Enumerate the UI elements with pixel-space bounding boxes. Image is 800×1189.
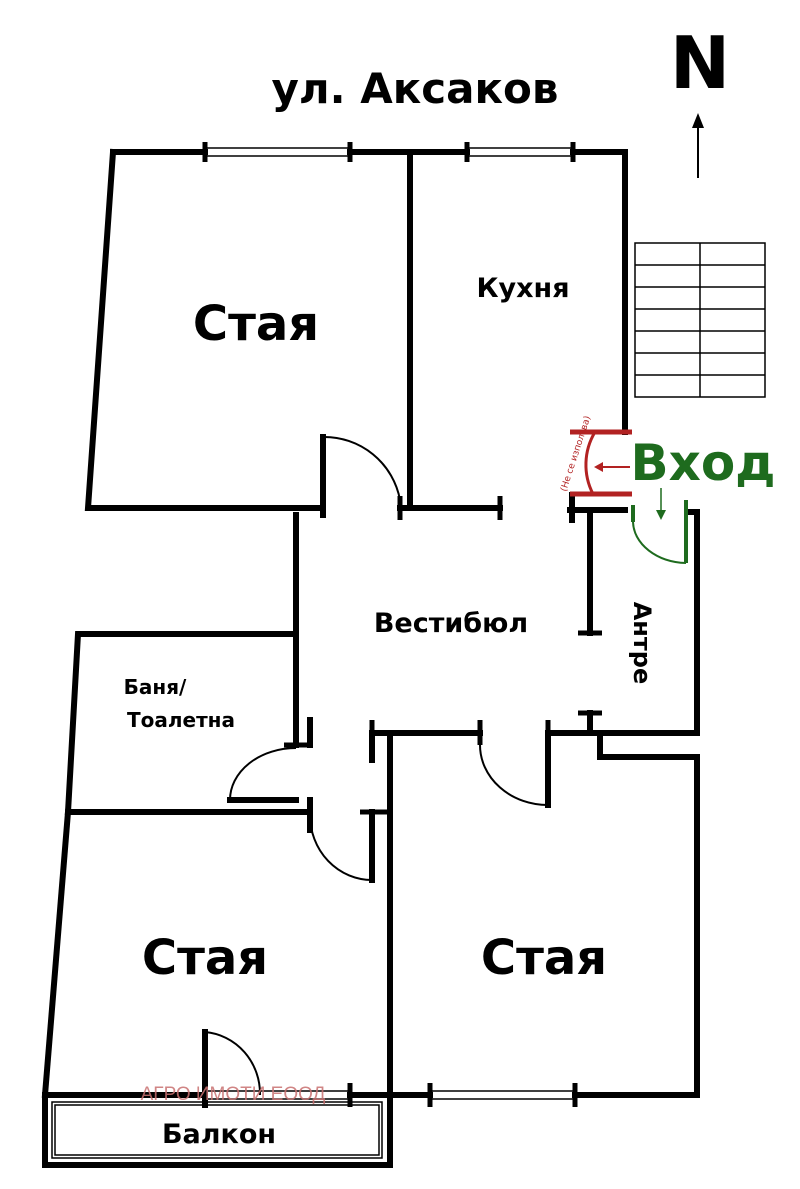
watermark: АГРО ИМОТИ ЕООД — [141, 1084, 326, 1105]
entrance-label: Вход — [630, 434, 775, 492]
stairs — [634, 242, 766, 398]
unused-door: (Не се използва) — [559, 415, 632, 497]
room-label-bathroom-line1: Баня/ — [124, 675, 187, 699]
window-bottom-right — [427, 1083, 578, 1107]
room-label-bottom-right: Стая — [481, 930, 607, 986]
room-label-top-left: Стая — [193, 296, 319, 352]
street-label: ул. Аксаков — [272, 64, 559, 113]
room-label-bottom-left: Стая — [142, 930, 268, 986]
arrow-left-icon — [594, 462, 603, 472]
room-label-vestibule: Вестибюл — [374, 608, 528, 639]
room-label-balcony: Балкон — [162, 1119, 276, 1150]
window-top-left — [202, 142, 353, 162]
room-label-antre: Антре — [628, 602, 656, 685]
window-kitchen — [464, 142, 576, 162]
arrow-down-icon — [656, 510, 666, 520]
walls — [41, 142, 700, 1168]
room-label-bathroom-line2: Тоалетна — [127, 708, 235, 732]
room-label-kitchen: Кухня — [476, 273, 569, 304]
north-label: N — [670, 21, 730, 105]
entrance-door — [631, 488, 688, 564]
north-arrow-icon — [692, 113, 704, 178]
